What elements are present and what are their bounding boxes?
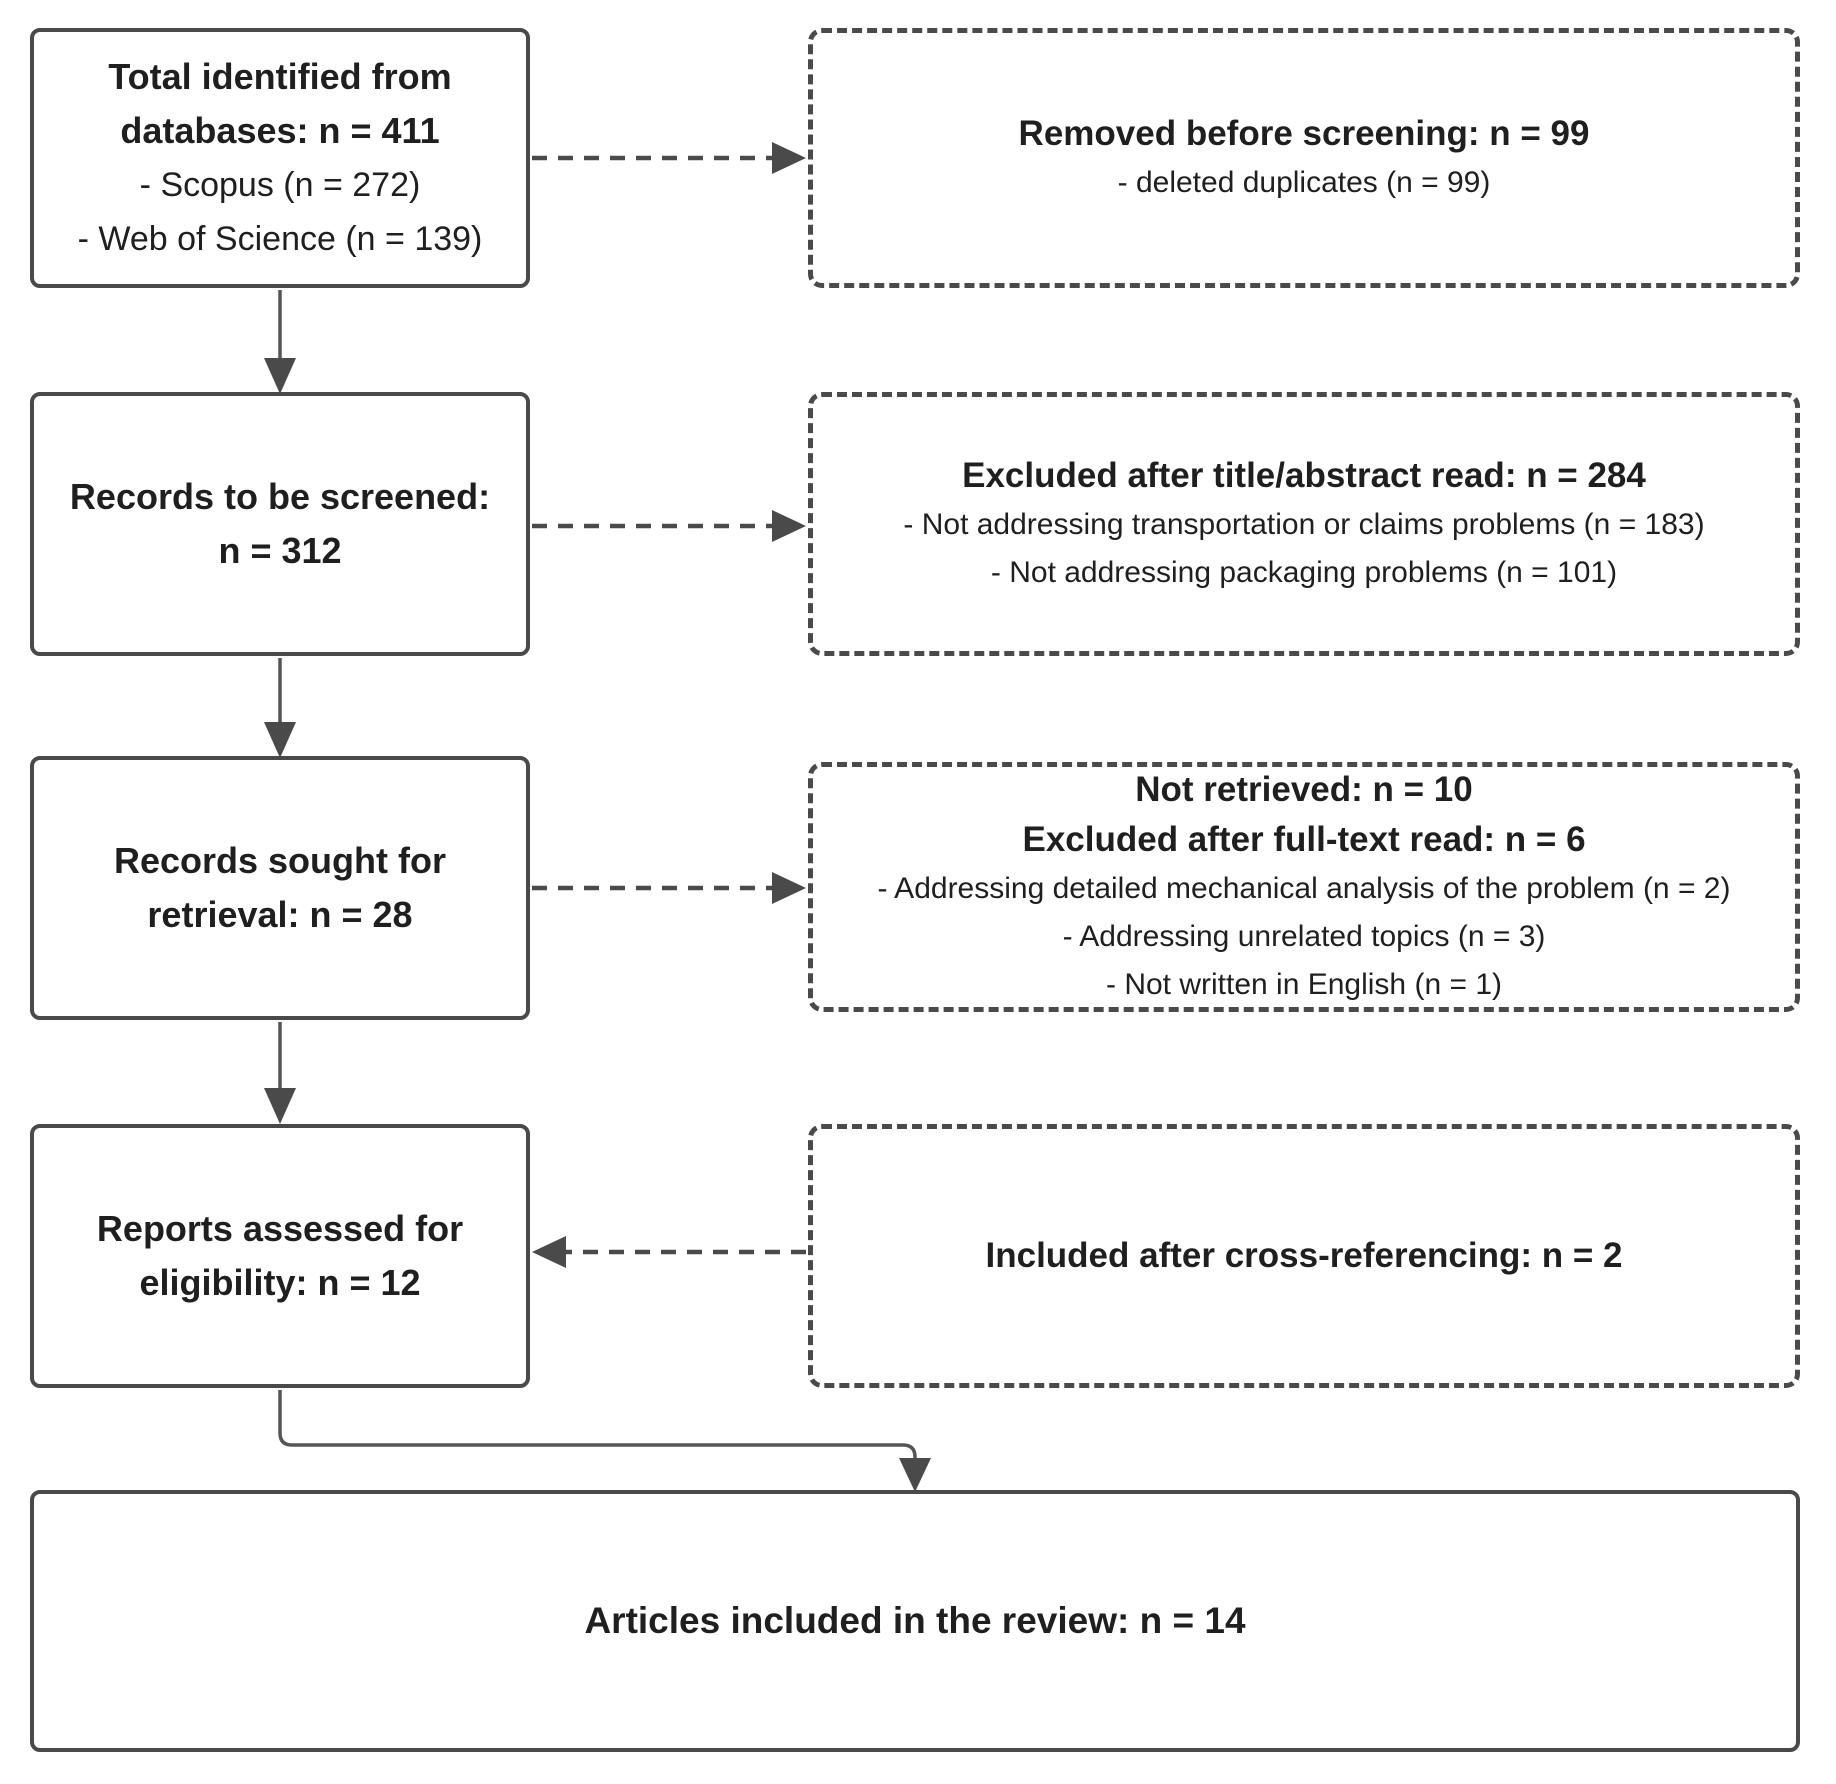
box-line: Records to be screened:	[69, 476, 491, 517]
box-records-to-be-screened: Records to be screened: n = 312	[30, 392, 530, 656]
box-records-sought-retrieval: Records sought for retrieval: n = 28	[30, 756, 530, 1020]
box-excluded-title-abstract: Excluded after title/abstract read: n = …	[808, 392, 1800, 656]
box-line: - Addressing unrelated topics (n = 3)	[1062, 920, 1546, 953]
box-line: databases: n = 411	[120, 110, 440, 151]
box-line: - Addressing detailed mechanical analysi…	[877, 872, 1731, 905]
box-line: Excluded after full-text read: n = 6	[1022, 820, 1586, 859]
arrow-screened-to-excluded	[532, 510, 806, 542]
box-line: - deleted duplicates (n = 99)	[1117, 166, 1491, 199]
box-line: Articles included in the review: n = 14	[584, 1600, 1246, 1641]
box-line: Included after cross-referencing: n = 2	[985, 1236, 1623, 1275]
box-line: n = 312	[218, 530, 342, 571]
box-line: Excluded after title/abstract read: n = …	[962, 456, 1646, 495]
box-line: retrieval: n = 28	[147, 894, 413, 935]
box-line: - Not written in English (n = 1)	[1106, 968, 1502, 1001]
arrow-crossref-to-assessed	[532, 1236, 806, 1268]
box-line: - Not addressing packaging problems (n =…	[990, 556, 1618, 589]
box-removed-before-screening: Removed before screening: n = 99 - delet…	[808, 28, 1800, 288]
box-total-identified: Total identified from databases: n = 411…	[30, 28, 530, 288]
arrow-screened-to-sought	[264, 658, 296, 758]
box-line: Reports assessed for	[96, 1208, 464, 1249]
box-line: - Web of Science (n = 139)	[77, 220, 483, 258]
arrow-identified-to-screened	[264, 290, 296, 394]
box-line: - Not addressing transportation or claim…	[903, 508, 1705, 541]
box-line: eligibility: n = 12	[139, 1262, 421, 1303]
box-articles-included: Articles included in the review: n = 14	[30, 1490, 1800, 1752]
box-line: Records sought for	[113, 840, 446, 881]
box-not-retrieved-excluded-fulltext: Not retrieved: n = 10 Excluded after ful…	[808, 762, 1800, 1012]
box-line: - Scopus (n = 272)	[139, 166, 421, 204]
arrow-identified-to-removed	[532, 142, 806, 174]
arrow-assessed-to-included	[278, 1390, 931, 1492]
arrow-sought-to-notretrieved	[532, 872, 806, 904]
arrow-sought-to-assessed	[264, 1022, 296, 1124]
box-reports-assessed: Reports assessed for eligibility: n = 12	[30, 1124, 530, 1388]
box-included-cross-referencing: Included after cross-referencing: n = 2	[808, 1124, 1800, 1388]
box-line: Removed before screening: n = 99	[1018, 114, 1590, 153]
box-line: Total identified from	[108, 56, 452, 97]
box-line: Not retrieved: n = 10	[1135, 770, 1473, 809]
